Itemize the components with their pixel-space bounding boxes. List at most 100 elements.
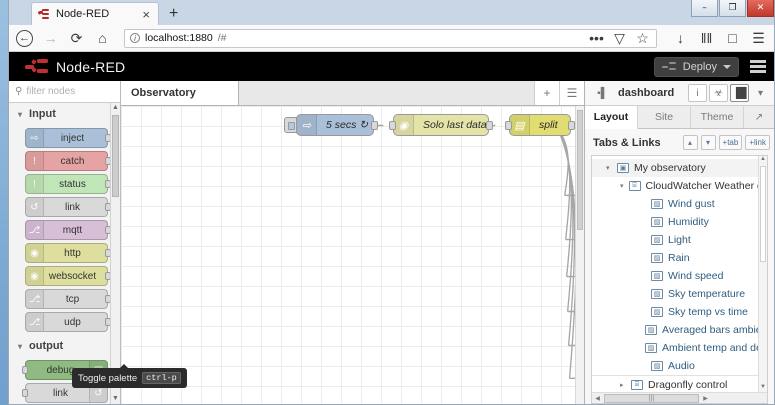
palette-node-udp[interactable]: ⎇udp bbox=[25, 312, 111, 332]
tree-item-sky-temp-vs-time[interactable]: ▨Sky temp vs time bbox=[592, 303, 767, 321]
flow-tab-observatory[interactable]: Observatory bbox=[121, 81, 239, 105]
tree-vertical-scrollbar[interactable]: ▲ ▼ bbox=[758, 156, 767, 393]
browser-menu-icon[interactable]: ☰ bbox=[752, 30, 765, 46]
flow-node-split[interactable]: ▤split bbox=[505, 114, 575, 136]
reader-mode-icon[interactable]: ▽ bbox=[614, 30, 625, 46]
home-icon[interactable]: ⌂ bbox=[98, 30, 107, 46]
flow-list-button[interactable]: ☰ bbox=[559, 81, 584, 105]
node-input-port[interactable] bbox=[389, 120, 396, 130]
link-node-icon: ↺ bbox=[26, 198, 44, 216]
move-down-button[interactable]: ▾ bbox=[700, 135, 716, 150]
tree-item-light[interactable]: ▨Light bbox=[592, 231, 767, 249]
palette-node-inject[interactable]: ⇨inject bbox=[25, 128, 111, 148]
palette-scrollbar[interactable]: ▲▼ bbox=[110, 103, 120, 404]
palette-search[interactable]: ⚲ filter nodes bbox=[9, 81, 120, 103]
tree-item-dragonfly-control[interactable]: ▸⌸Dragonfly control bbox=[592, 375, 767, 393]
palette-node-link[interactable]: ↺link bbox=[25, 197, 111, 217]
scroll-up-icon[interactable]: ▲ bbox=[760, 156, 766, 162]
tree-vscroll-thumb[interactable] bbox=[760, 166, 766, 262]
popout-icon[interactable]: ↗ bbox=[754, 111, 764, 123]
palette-node-http[interactable]: ◉http bbox=[25, 243, 111, 263]
window-close-button[interactable]: ✕ bbox=[747, 0, 774, 17]
site-info-icon[interactable]: i bbox=[130, 33, 140, 43]
node-type-icon: ⇨ bbox=[297, 115, 317, 135]
debug-tab[interactable]: ☣ bbox=[709, 84, 728, 102]
palette-node-link[interactable]: ↺link bbox=[22, 383, 108, 403]
palette-node-label: http bbox=[64, 247, 81, 259]
close-icon[interactable]: × bbox=[142, 6, 150, 22]
maximize-button[interactable]: ❐ bbox=[719, 0, 746, 17]
tree-item-averaged-bars-ambient[interactable]: ▨Averaged bars ambient bbox=[592, 321, 767, 339]
tree-item-audio[interactable]: ▨Audio bbox=[592, 357, 767, 375]
tree-item-rain[interactable]: ▨Rain bbox=[592, 249, 767, 267]
deploy-button[interactable]: Deploy bbox=[653, 56, 739, 77]
forward-icon[interactable]: → bbox=[43, 30, 58, 46]
scroll-right-icon[interactable]: ▶ bbox=[703, 395, 708, 402]
flow-node-5-secs-[interactable]: ⇨5 secs ↻ bbox=[284, 114, 378, 136]
inject-trigger-button[interactable] bbox=[284, 117, 297, 133]
tree-item-ambient-temp-and-dew-p[interactable]: ▨Ambient temp and dew p bbox=[592, 339, 767, 357]
sidebar-header: ▪▌ dashboard i☣▐█▾ bbox=[585, 81, 774, 106]
tree-item-humidity[interactable]: ▨Humidity bbox=[592, 213, 767, 231]
reload-icon[interactable]: ⟳ bbox=[70, 30, 83, 46]
minimize-button[interactable]: – bbox=[691, 0, 718, 17]
dashboard-tab[interactable]: ▐█ bbox=[730, 84, 749, 102]
node-port[interactable] bbox=[22, 389, 28, 397]
url-bar[interactable]: i localhost:1880 /# ••• ▽ ☆ bbox=[124, 28, 657, 48]
tree-item-cloudwatcher-weather-dat[interactable]: ▾⌸CloudWatcher Weather dat bbox=[592, 177, 767, 195]
node-output-port[interactable] bbox=[568, 120, 575, 130]
node-output-port[interactable] bbox=[486, 120, 493, 130]
palette-node-mqtt[interactable]: ⎇mqtt bbox=[25, 220, 111, 240]
twisty-icon[interactable]: ▸ bbox=[620, 381, 624, 389]
scroll-down-icon[interactable]: ▼ bbox=[112, 395, 119, 402]
flow-canvas[interactable]: ⇨5 secs ↻◉Solo last data▤splitⱯSky tempⱯ… bbox=[121, 106, 584, 404]
node-output-port[interactable] bbox=[371, 120, 378, 130]
tree-hscroll-thumb[interactable]: ||| bbox=[604, 393, 699, 403]
node-input-port[interactable] bbox=[505, 120, 512, 130]
scroll-down-icon[interactable]: ▼ bbox=[760, 384, 766, 390]
downloads-icon[interactable]: ↓ bbox=[677, 30, 684, 46]
add-tab-button[interactable]: +tab bbox=[718, 135, 743, 150]
tree-item-wind-speed[interactable]: ▨Wind speed bbox=[592, 267, 767, 285]
sidebar-tab-site[interactable]: Site bbox=[638, 106, 691, 128]
tree-item-my-observatory[interactable]: ▾▣My observatory bbox=[592, 159, 767, 177]
chevron-down-icon[interactable] bbox=[723, 64, 731, 69]
info-tab[interactable]: i bbox=[688, 84, 707, 102]
library-icon[interactable]: ‖‖ bbox=[700, 30, 713, 46]
scroll-up-icon[interactable]: ▲ bbox=[112, 104, 119, 111]
move-up-button[interactable]: ▴ bbox=[682, 135, 698, 150]
palette-category-output[interactable]: ▾output bbox=[9, 335, 120, 357]
twisty-icon[interactable]: ▾ bbox=[620, 183, 624, 190]
browser-tab[interactable]: Node-RED × bbox=[31, 2, 159, 25]
flow-node-solo-last-data[interactable]: ◉Solo last data bbox=[389, 114, 493, 136]
add-link-button[interactable]: +link bbox=[745, 135, 770, 150]
new-tab-button[interactable]: + bbox=[169, 5, 179, 22]
sidebar-tab-theme[interactable]: Theme bbox=[691, 106, 744, 128]
palette-scrollbar-thumb[interactable] bbox=[112, 115, 119, 197]
palette-node-tcp[interactable]: ⎇tcp bbox=[25, 289, 111, 309]
palette-node-label: mqtt bbox=[62, 224, 83, 236]
palette-category-input[interactable]: ▾Input bbox=[9, 103, 120, 125]
canvas-scrollbar[interactable] bbox=[575, 106, 584, 404]
node-port[interactable] bbox=[22, 366, 28, 374]
main-menu-icon[interactable] bbox=[748, 58, 768, 74]
more-tabs[interactable]: ▾ bbox=[757, 87, 764, 99]
bookmark-star-icon[interactable]: ☆ bbox=[636, 30, 649, 46]
canvas-scrollbar-thumb[interactable] bbox=[577, 110, 583, 230]
palette-node-label: udp bbox=[64, 316, 81, 328]
palette-node-catch[interactable]: !catch bbox=[25, 151, 111, 171]
add-flow-button[interactable]: + bbox=[534, 81, 559, 105]
sidebar-icon[interactable]: □ bbox=[728, 30, 737, 46]
sidebar-tab-layout[interactable]: Layout bbox=[585, 106, 638, 129]
palette-node-status[interactable]: !status bbox=[25, 174, 111, 194]
twisty-icon[interactable]: ▾ bbox=[606, 165, 610, 172]
scroll-left-icon[interactable]: ◀ bbox=[595, 395, 600, 402]
tree-item-wind-gust[interactable]: ▨Wind gust bbox=[592, 195, 767, 213]
dashboard-tree: ▾▣My observatory▾⌸CloudWatcher Weather d… bbox=[591, 155, 768, 404]
tree-item-label: Rain bbox=[668, 252, 690, 264]
page-actions-icon[interactable]: ••• bbox=[589, 30, 604, 46]
back-icon[interactable]: ← bbox=[16, 29, 33, 47]
tree-horizontal-scrollbar[interactable]: ◀ ||| ▶ bbox=[592, 392, 767, 403]
tree-item-sky-temperature[interactable]: ▨Sky temperature bbox=[592, 285, 767, 303]
palette-node-websocket[interactable]: ◉websocket bbox=[25, 266, 111, 286]
